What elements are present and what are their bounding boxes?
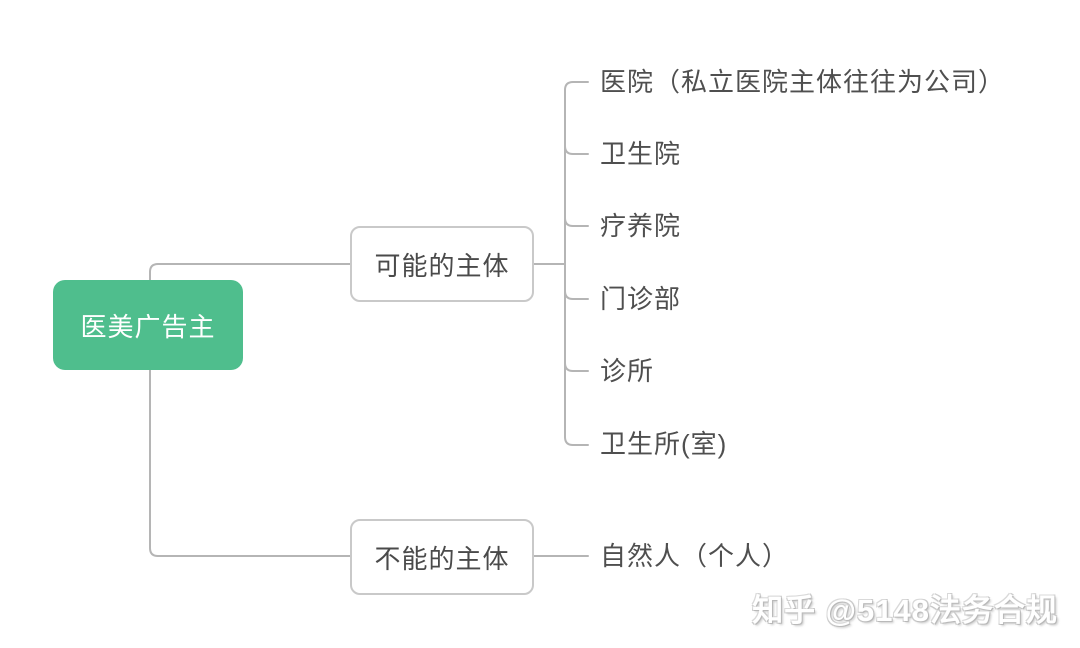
leaf-clinic: 诊所 [600,356,655,386]
leaf-hospital: 医院（私立医院主体往往为公司） [600,67,1006,97]
root-node-medical-beauty-advertiser: 医美广告主 [53,280,243,370]
leaf-health-station: 卫生所(室) [600,429,728,459]
branch-node-possible-subjects: 可能的主体 [350,226,534,302]
connector-stub-hospital [564,81,589,91]
leaf-health-center: 卫生院 [600,139,682,169]
zhihu-watermark: 知乎 @5148法务合规 [752,593,1058,628]
branch-node-cannot-subjects: 不能的主体 [350,519,534,595]
leaf-outpatient-department: 门诊部 [600,284,682,314]
leaf-sanatorium: 疗养院 [600,211,682,241]
connector-stub-clinic [564,362,589,372]
root-node-label: 医美广告主 [80,311,216,342]
leaf-natural-person: 自然人（个人） [600,541,790,571]
connector-stub-health-station [564,436,589,446]
connector-root-to-cannot [149,369,351,557]
connector-stub-sanatorium [564,217,589,227]
connector-stub-health-center [564,145,589,155]
connector-root-to-possible [149,263,351,281]
branch-node-label: 不能的主体 [374,543,510,574]
branch-node-label: 可能的主体 [374,250,510,281]
connector-stub-outpatient [564,290,589,300]
